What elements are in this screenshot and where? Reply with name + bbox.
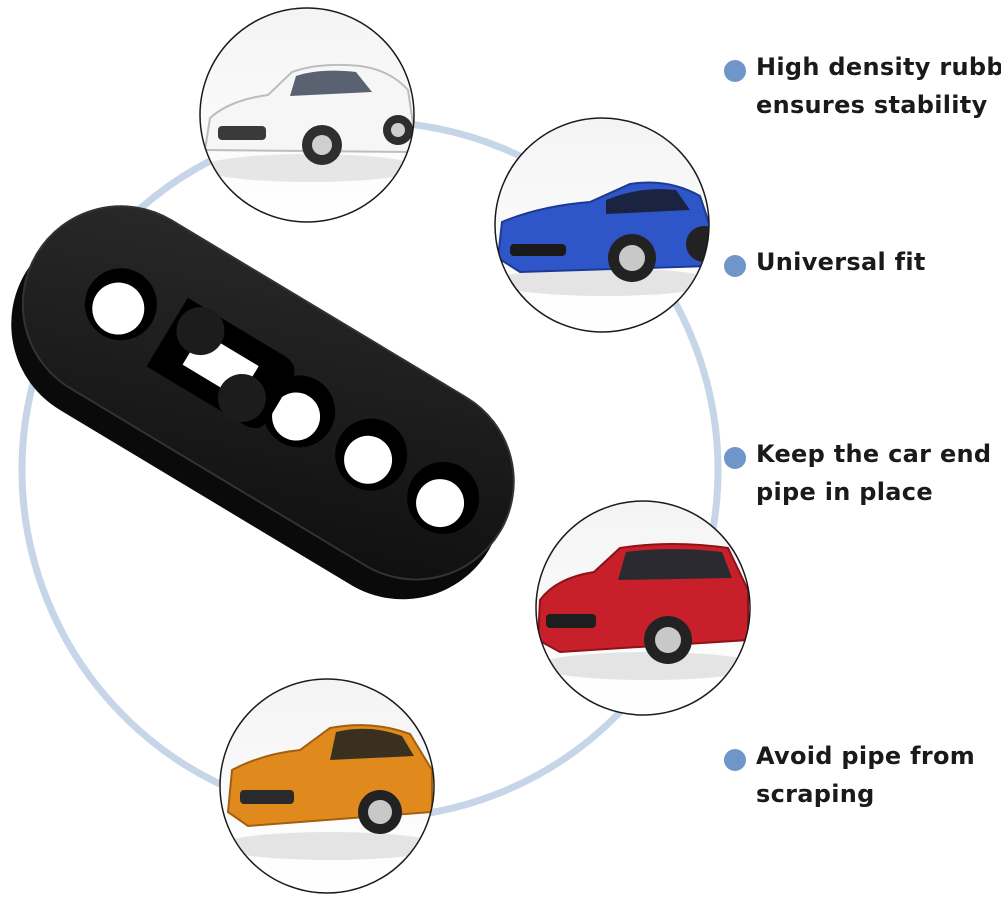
bullet-dot-icon (724, 749, 746, 771)
feature-line: ensures stability (756, 91, 988, 119)
feature-text: Universal fit (756, 243, 926, 281)
feature-keep-in-place: Keep the car end pipe in place (724, 435, 991, 511)
feature-line: Keep the car end (756, 440, 992, 468)
feature-universal-fit: Universal fit (724, 243, 926, 281)
feature-text: Avoid pipe from scraping (756, 737, 975, 813)
feature-line: pipe in place (756, 478, 933, 506)
feature-line: High density rubber (756, 53, 1001, 81)
feature-text: High density rubber ensures stability (756, 48, 1001, 124)
feature-high-density: High density rubber ensures stability (724, 48, 1001, 124)
feature-line: Avoid pipe from (756, 742, 976, 770)
car-image-white-sedan (199, 7, 415, 223)
car-image-red-hatchback (535, 500, 751, 716)
bullet-dot-icon (724, 447, 746, 469)
bullet-dot-icon (724, 60, 746, 82)
feature-line: Universal fit (756, 248, 926, 276)
car-image-blue-sports-car (494, 117, 710, 333)
rubber-hanger-image (11, 205, 515, 600)
feature-line: scraping (756, 780, 875, 808)
feature-text: Keep the car end pipe in place (756, 435, 991, 511)
feature-avoid-scraping: Avoid pipe from scraping (724, 737, 975, 813)
car-image-orange-sports-car (219, 678, 435, 894)
bullet-dot-icon (724, 255, 746, 277)
